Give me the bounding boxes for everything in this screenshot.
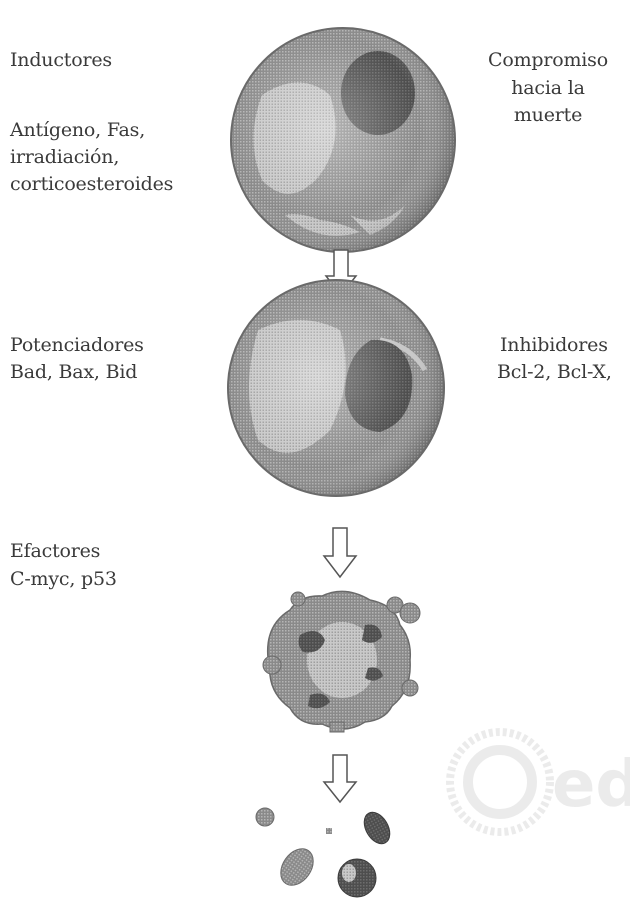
commitment-line-3: muerte [478, 102, 618, 129]
potentiators-items: Bad, Bax, Bid [10, 359, 137, 386]
commitment-line-1: Compromiso [478, 47, 618, 74]
inducers-item-3: corticoesteroides [10, 171, 173, 198]
inducers-item-2: irradiación, [10, 144, 119, 171]
commitment-line-2: hacia la [478, 75, 618, 102]
watermark-text: edi [552, 748, 630, 822]
apoptotic-body [359, 808, 395, 848]
arrow-down-3 [324, 755, 356, 802]
apoptotic-body [274, 843, 320, 892]
apoptotic-bodies [256, 808, 395, 897]
apoptotic-body [256, 808, 274, 826]
inducers-item-1: Antígeno, Fas, [10, 117, 145, 144]
effectors-title: Efactores [10, 538, 100, 565]
cell-3-blebbing [263, 591, 420, 732]
inhibitors-title: Inhibidores [500, 332, 608, 359]
arrow-down-2 [324, 528, 356, 577]
apoptotic-body [326, 828, 332, 834]
effectors-items: C-myc, p53 [10, 566, 117, 593]
cell-2-regulation [228, 280, 444, 496]
potentiators-title: Potenciadores [10, 332, 144, 359]
publisher-watermark: edi [450, 732, 630, 832]
inhibitors-items: Bcl-2, Bcl-X, [497, 359, 630, 386]
inducers-title: Inductores [10, 47, 112, 74]
cell-1-committed [231, 28, 455, 252]
